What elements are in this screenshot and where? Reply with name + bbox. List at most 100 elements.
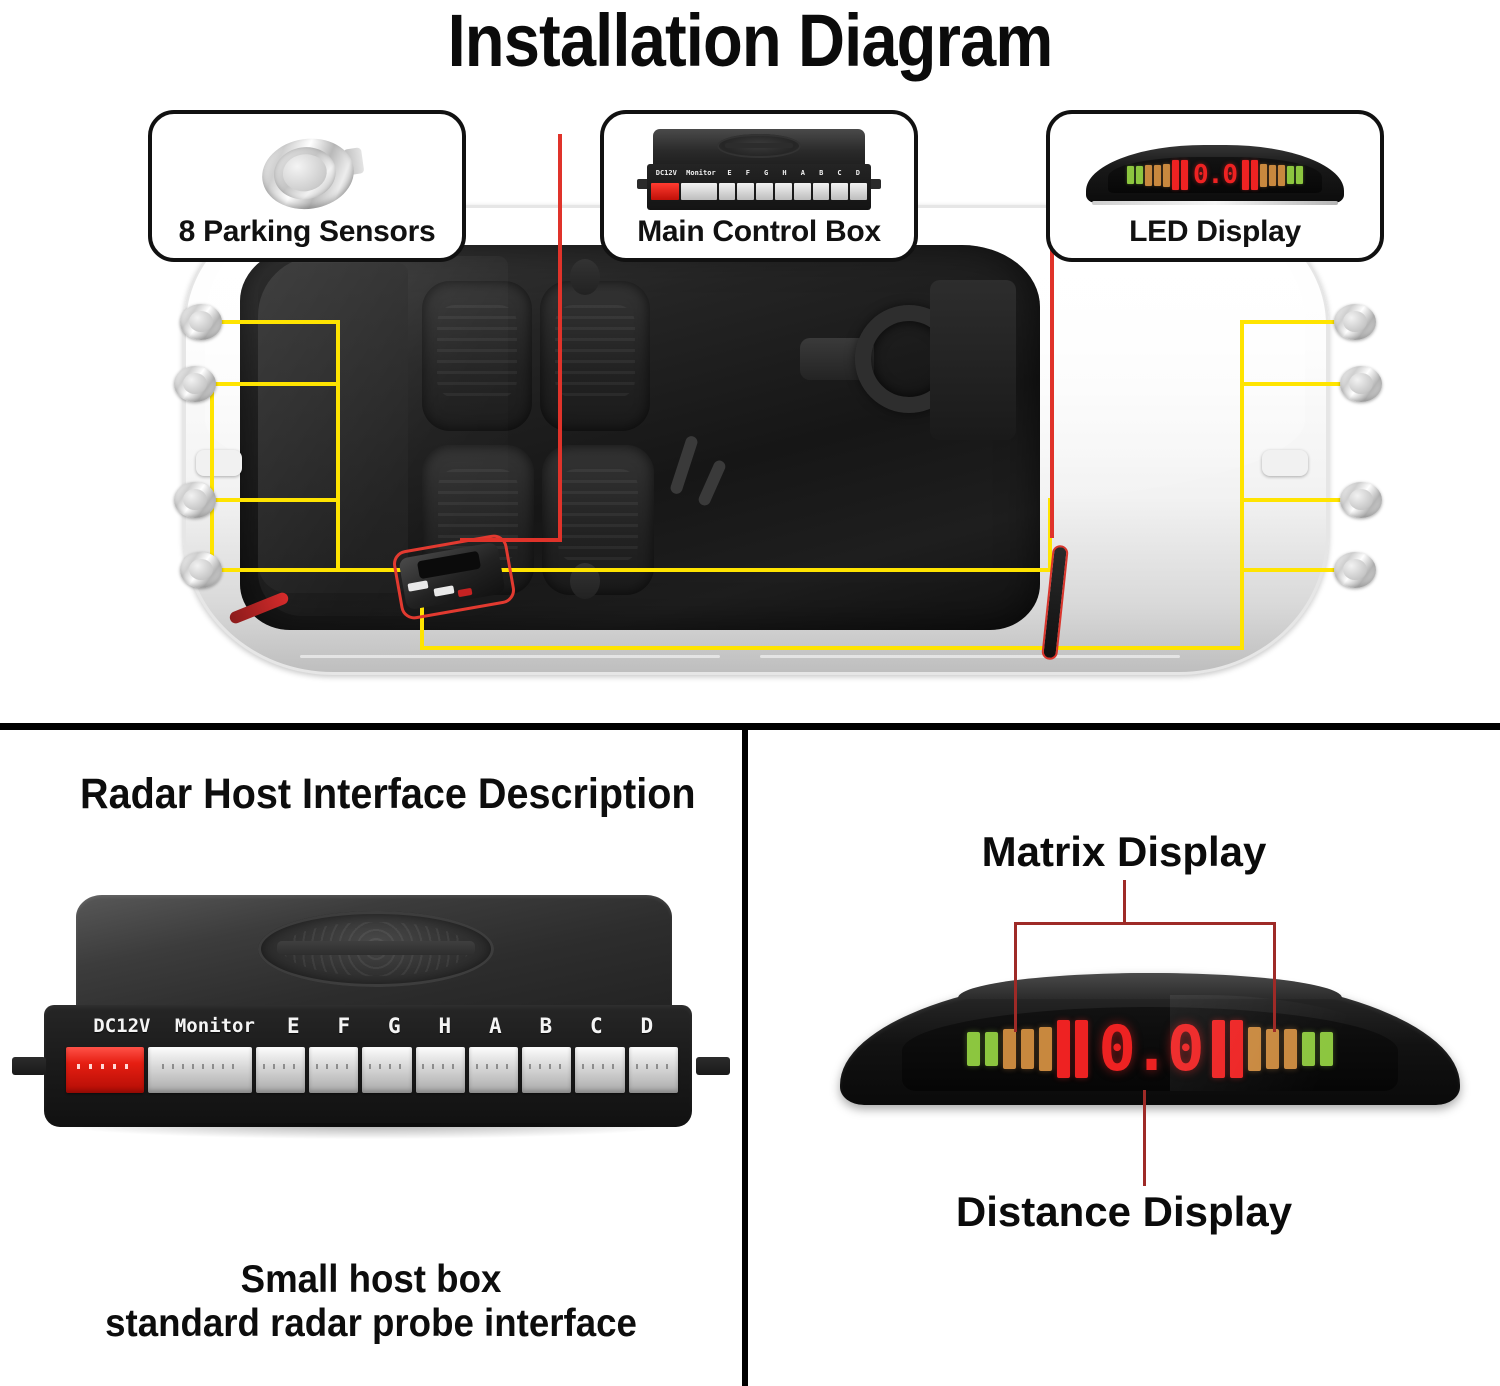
led-bar-right-5-amber — [1284, 1029, 1298, 1069]
led-bar-left-5-amber — [1038, 1027, 1052, 1071]
parking-sensor-left-1 — [178, 302, 224, 342]
led-bar-left-4-amber — [1154, 164, 1162, 186]
port-connector-h — [774, 182, 792, 200]
port-label-c: C — [837, 168, 842, 177]
rear-shelf — [258, 263, 408, 593]
wire-box-right — [472, 568, 1052, 572]
seat-rear-right — [540, 281, 650, 431]
pointer-line-control-horizontal — [460, 538, 562, 542]
host-box-caption: Small host box standard radar probe inte… — [22, 1258, 719, 1345]
host-port-label-a: A — [488, 1013, 502, 1038]
callout-parking-sensors: 8 Parking Sensors — [148, 110, 466, 262]
led-bar-left-3-amber — [1002, 1029, 1016, 1069]
host-port-label-monitor: Monitor — [174, 1014, 255, 1037]
wire-right-3 — [1240, 498, 1342, 502]
pointer-line-control-vertical — [558, 134, 562, 542]
wire-left-1 — [218, 320, 340, 324]
port-label-f: F — [745, 168, 750, 177]
host-port-label-f: F — [337, 1013, 351, 1038]
parking-sensor-right-3 — [1338, 480, 1384, 520]
wire-right-1 — [1240, 320, 1336, 324]
led-display-unit: 0.0 — [840, 955, 1460, 1120]
wire-right-4 — [1240, 568, 1336, 572]
port-connector-d — [850, 182, 867, 200]
callout-led-display: 0.0 LED Display — [1046, 110, 1384, 262]
led-bar-right-3-amber — [1259, 163, 1267, 187]
wire-box-down — [420, 606, 424, 650]
port-connector-dc12v — [651, 182, 680, 200]
wire-left-3 — [210, 498, 340, 502]
port-connector-g — [756, 182, 773, 200]
led-bar-left-2-green — [1136, 166, 1144, 184]
parking-sensor-puck-icon — [152, 123, 462, 215]
wire-left-2 — [210, 382, 340, 386]
roof-antenna-dot — [570, 259, 600, 295]
led-distance-value: 0.0 — [1193, 160, 1238, 190]
in-car-control-box — [390, 532, 518, 622]
host-port-connector-h — [415, 1047, 465, 1093]
parking-sensor-left-3 — [172, 480, 218, 520]
distance-pointer-line — [1143, 1090, 1146, 1186]
host-port-connector-a — [468, 1047, 519, 1093]
led-bar-left-5-amber — [1163, 163, 1171, 187]
matrix-bracket-stem — [1123, 880, 1126, 922]
mirror-left — [196, 450, 242, 476]
host-port-label-d: D — [640, 1013, 654, 1038]
host-port-label-h: H — [438, 1013, 452, 1038]
wire-right-bus — [1240, 320, 1244, 650]
led-bar-right-7-green — [1320, 1032, 1334, 1066]
parking-sensor-right-2 — [1338, 364, 1384, 404]
led-bar-right-1-red — [1241, 160, 1249, 190]
car-glass-roof — [240, 245, 1040, 630]
port-label-a: A — [800, 168, 805, 177]
host-port-connector-g — [362, 1047, 412, 1093]
port-label-e: E — [727, 168, 732, 177]
speaker-grille-icon — [258, 911, 494, 987]
led-bar-right-5-amber — [1277, 164, 1285, 186]
host-port-label-dc12v: DC12V — [93, 1014, 151, 1037]
matrix-bracket-bar — [1014, 922, 1276, 925]
host-port-label-e: E — [286, 1013, 300, 1038]
radar-host-heading: Radar Host Interface Description — [80, 770, 696, 818]
host-port-connector-monitor — [147, 1047, 252, 1093]
callout-label-led-display: LED Display — [1129, 215, 1301, 248]
matrix-display-label: Matrix Display — [981, 828, 1267, 875]
wire-left-bus-b — [210, 382, 214, 568]
led-bar-right-6-green — [1286, 166, 1294, 184]
led-bar-left-1-green — [1127, 166, 1135, 184]
led-bar-left-6-red — [1056, 1020, 1070, 1078]
led-bar-left-7-red — [1181, 160, 1189, 190]
port-connector-monitor — [681, 182, 717, 200]
led-bar-right-2-red — [1250, 160, 1258, 190]
led-bar-left-3-amber — [1145, 164, 1153, 186]
mirror-right — [1262, 450, 1308, 476]
host-caption-line-2: standard radar probe interface — [105, 1301, 637, 1345]
host-port-connector-dc12v — [66, 1047, 144, 1093]
host-port-connector-b — [522, 1047, 572, 1093]
dashboard-panel — [930, 280, 1016, 440]
pointer-line-led — [1050, 134, 1054, 538]
wire-right-2 — [1240, 382, 1342, 386]
page-title: Installation Diagram — [447, 0, 1054, 82]
port-label-h: H — [782, 168, 787, 177]
wire-right-return — [420, 646, 1244, 650]
led-bar-left-6-red — [1172, 160, 1180, 190]
led-bar-right-3-amber — [1248, 1027, 1262, 1071]
host-port-connector-e — [255, 1047, 305, 1093]
wire-left-bus-a — [336, 320, 340, 568]
port-connector-c — [831, 182, 849, 200]
port-connector-a — [793, 182, 811, 200]
gear-lever — [669, 434, 699, 496]
horizontal-divider — [0, 723, 1500, 730]
host-port-label-g: G — [387, 1013, 401, 1038]
led-bar-right-4-amber — [1266, 1029, 1280, 1069]
vertical-divider — [742, 730, 748, 1386]
host-port-label-b: B — [539, 1013, 553, 1038]
led-bar-right-1-red — [1212, 1020, 1226, 1078]
hood-seam-right — [760, 655, 1180, 658]
port-label-b: B — [819, 168, 824, 177]
host-caption-line-1: Small host box — [240, 1258, 502, 1301]
